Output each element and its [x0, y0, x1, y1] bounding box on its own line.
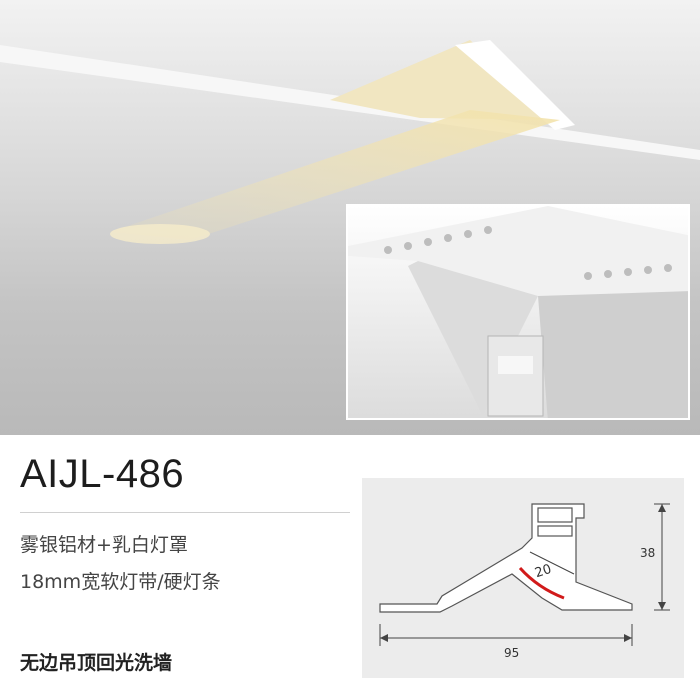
profile-top-flange: [348, 206, 688, 296]
ceiling-render: [110, 40, 575, 244]
profile-slot: [498, 356, 533, 374]
profile-channel: [487, 335, 544, 417]
perforations: [384, 226, 672, 280]
profile-lip: [455, 40, 575, 130]
cross-section-drawing: 38 95 20: [362, 478, 684, 678]
light-wash: [110, 110, 560, 240]
cross-section-svg: [379, 503, 670, 646]
material-spec: 雾银铝材+乳白灯罩: [20, 534, 188, 556]
profile-body: [538, 291, 688, 418]
dimension-lines: [379, 503, 670, 646]
height-dimension: 38: [640, 546, 656, 560]
light-slot: [330, 40, 560, 120]
light-spot: [110, 224, 210, 244]
width-dimension: 95: [504, 646, 520, 660]
hero-render: [0, 0, 700, 435]
dimension-arrows: [380, 504, 666, 642]
strip-spec: 18mm宽软灯带/硬灯条: [20, 571, 221, 593]
profile-slope: [408, 261, 538, 416]
profile-closeup: [346, 204, 690, 420]
feature-text: 无边吊顶回光洗墙: [20, 652, 173, 674]
divider: [20, 512, 350, 513]
profile-closeup-render: [348, 206, 688, 418]
profile-outline: [379, 503, 633, 613]
product-model: AIJL-486: [20, 452, 185, 496]
diffuser-mark: [518, 566, 565, 600]
